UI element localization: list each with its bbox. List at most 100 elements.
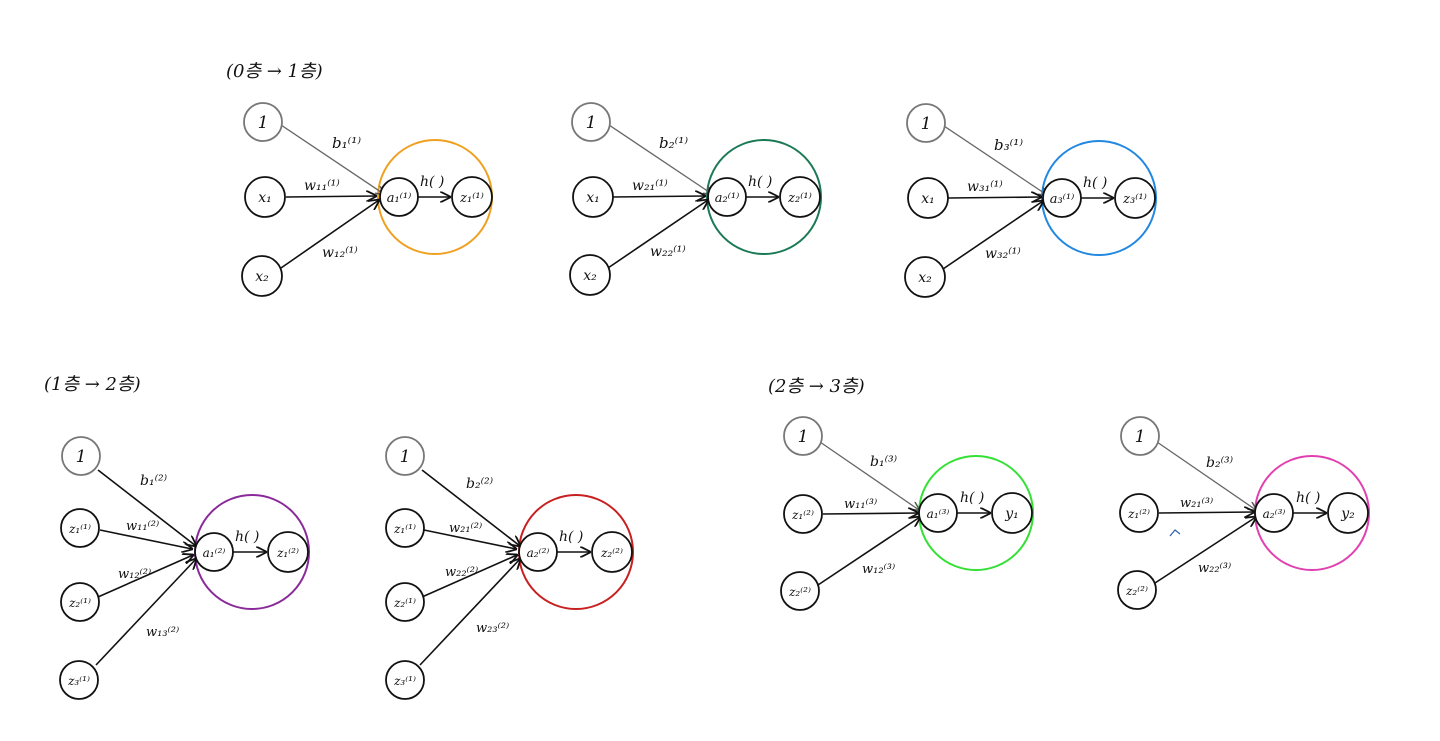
weight-label-3: w₁₃⁽²⁾ — [146, 625, 179, 640]
input-node-z2 — [780, 571, 820, 611]
activation-fn-label: h( ) — [748, 174, 772, 190]
input-label-x1: x₁ — [586, 190, 600, 206]
input-label-z1: z₁⁽²⁾ — [1127, 507, 1150, 521]
bias-weight-label: b₁⁽³⁾ — [870, 454, 898, 470]
input-node-z1 — [385, 508, 425, 548]
neuron-diagram-a2-layer1: 1 x₁ x₂ a₂⁽¹⁾ z₂⁽¹⁾ b₂⁽¹⁾ w₂₁⁽¹⁾ w₂₂⁽¹⁾ … — [569, 102, 822, 296]
weight-label-1: w₂₁⁽³⁾ — [1180, 496, 1213, 511]
bias-node — [61, 436, 101, 476]
activation-fn-label: h( ) — [235, 529, 259, 545]
bias-node-label: 1 — [798, 427, 809, 447]
input-label-z1: z₁⁽¹⁾ — [68, 522, 91, 536]
activation-label: a₃⁽¹⁾ — [1050, 192, 1075, 207]
output-label: z₃⁽¹⁾ — [1122, 192, 1147, 207]
output-node — [779, 176, 821, 218]
activation-node — [379, 177, 419, 217]
neuron-diagram-a2-layer3: 1 z₁⁽²⁾ z₂⁽²⁾ a₂⁽³⁾ y₂ b₂⁽³⁾ w₂₁⁽³⁾ w₂₂⁽… — [1117, 416, 1370, 610]
output-node — [267, 531, 309, 573]
output-label: y₂ — [1340, 506, 1355, 522]
bias-node-label: 1 — [400, 447, 411, 467]
activation-fn-label: h( ) — [1083, 175, 1107, 191]
activation-node — [707, 177, 747, 217]
activation-fn-label: h( ) — [960, 490, 984, 506]
activation-label: a₁⁽¹⁾ — [387, 191, 412, 206]
weight-label-2: w₁₂⁽³⁾ — [862, 562, 895, 577]
weight-label-2: w₂₂⁽¹⁾ — [650, 244, 686, 260]
bias-node-label: 1 — [586, 113, 597, 133]
input-label-x2: x₂ — [918, 270, 932, 286]
output-label: z₂⁽²⁾ — [600, 546, 623, 560]
output-label: z₁⁽¹⁾ — [459, 191, 484, 206]
input-node-z3 — [59, 660, 99, 700]
activation-node — [518, 532, 558, 572]
activation-fn-label: h( ) — [559, 529, 583, 545]
input-label-z1: z₁⁽²⁾ — [791, 508, 814, 522]
bias-node — [385, 436, 425, 476]
activation-node — [1042, 178, 1082, 218]
input-label-z2: z₂⁽¹⁾ — [68, 596, 91, 610]
bias-node-label: 1 — [258, 113, 269, 133]
bias-node — [243, 102, 283, 142]
output-node-y2 — [1327, 492, 1369, 534]
activation-label: a₂⁽²⁾ — [527, 546, 550, 560]
input-label-x1: x₁ — [921, 191, 935, 207]
output-node-y1 — [991, 492, 1033, 534]
input-node-x2 — [904, 256, 946, 298]
input-node-x1 — [572, 176, 614, 218]
weight-label-2: w₁₂⁽²⁾ — [118, 567, 151, 582]
weight-label-2: w₂₂⁽³⁾ — [1198, 561, 1231, 576]
neuron-diagram-a3-layer1: 1 x₁ x₂ a₃⁽¹⁾ z₃⁽¹⁾ b₃⁽¹⁾ w₃₁⁽¹⁾ w₃₂⁽¹⁾ … — [904, 103, 1157, 298]
neuron-diagram-a1-layer3: 1 z₁⁽²⁾ z₂⁽²⁾ a₁⁽³⁾ y₁ b₁⁽³⁾ w₁₁⁽³⁾ w₁₂⁽… — [780, 416, 1034, 611]
input-label-x1: x₁ — [258, 190, 272, 206]
input-node-x2 — [241, 255, 283, 297]
output-node — [451, 176, 493, 218]
input-label-z2: z₂⁽¹⁾ — [393, 596, 416, 610]
input-node-z1 — [783, 494, 823, 534]
bias-weight-label: b₂⁽¹⁾ — [659, 134, 688, 152]
output-label: z₁⁽²⁾ — [276, 546, 299, 560]
bias-node-label: 1 — [1135, 427, 1146, 447]
weight-label-1: w₁₁⁽³⁾ — [844, 497, 877, 512]
weight-label-1: w₃₁⁽¹⁾ — [967, 179, 1003, 195]
input-node-z2 — [385, 582, 425, 622]
activation-node — [194, 532, 234, 572]
input-label-x2: x₂ — [255, 269, 269, 285]
weight-label-2: w₁₂⁽¹⁾ — [322, 245, 358, 261]
input-node-x1 — [907, 177, 949, 219]
activation-node — [1254, 493, 1294, 533]
activation-label: a₁⁽²⁾ — [203, 546, 226, 560]
neuron-diagram-a1-layer1: 1 x₁ x₂ a₁⁽¹⁾ z₁⁽¹⁾ b₁⁽¹⁾ w₁₁⁽¹⁾ w₁₂⁽¹⁾ … — [241, 102, 493, 297]
input-label-z3: z₃⁽¹⁾ — [393, 674, 416, 688]
input-label-z3: z₃⁽¹⁾ — [67, 674, 90, 688]
bias-node — [906, 103, 946, 143]
section-label-layer2-to-3: (2층 → 3층) — [768, 376, 865, 397]
input-label-x2: x₂ — [583, 268, 597, 284]
output-node — [1114, 177, 1156, 219]
input-node-z1 — [1119, 493, 1159, 533]
section-label-layer1-to-2: (1층 → 2층) — [44, 374, 141, 395]
neuron-boundary-teal — [706, 139, 822, 255]
bias-weight-label: b₂⁽²⁾ — [466, 476, 494, 492]
neuron-diagram-a2-layer2: 1 z₁⁽¹⁾ z₂⁽¹⁾ z₃⁽¹⁾ a₂⁽²⁾ z₂⁽²⁾ b₂⁽²⁾ w₂… — [385, 436, 634, 700]
input-node-x1 — [244, 176, 286, 218]
input-node-z2 — [60, 582, 100, 622]
input-label-z2: z₂⁽²⁾ — [788, 585, 811, 599]
bias-node — [783, 416, 823, 456]
bias-weight-label: b₁⁽²⁾ — [140, 473, 168, 489]
activation-fn-label: h( ) — [1296, 490, 1320, 506]
activation-node — [918, 493, 958, 533]
weight-label-1: w₂₁⁽²⁾ — [449, 521, 482, 536]
input-label-z2: z₂⁽²⁾ — [1125, 584, 1148, 598]
weight-label-2: w₂₂⁽²⁾ — [445, 565, 478, 580]
output-label: y₁ — [1004, 506, 1019, 522]
input-node-z1 — [60, 508, 100, 548]
bias-node — [1120, 416, 1160, 456]
stray-mark — [1169, 529, 1181, 537]
activation-label: a₂⁽³⁾ — [1263, 507, 1286, 521]
bias-weight-label: b₁⁽¹⁾ — [332, 134, 361, 152]
bias-weight-label: b₂⁽³⁾ — [1206, 455, 1234, 471]
weight-label-1: w₂₁⁽¹⁾ — [632, 178, 668, 194]
output-node — [591, 531, 633, 573]
weight-label-1: w₁₁⁽²⁾ — [126, 519, 159, 534]
activation-label: a₁⁽³⁾ — [927, 507, 950, 521]
